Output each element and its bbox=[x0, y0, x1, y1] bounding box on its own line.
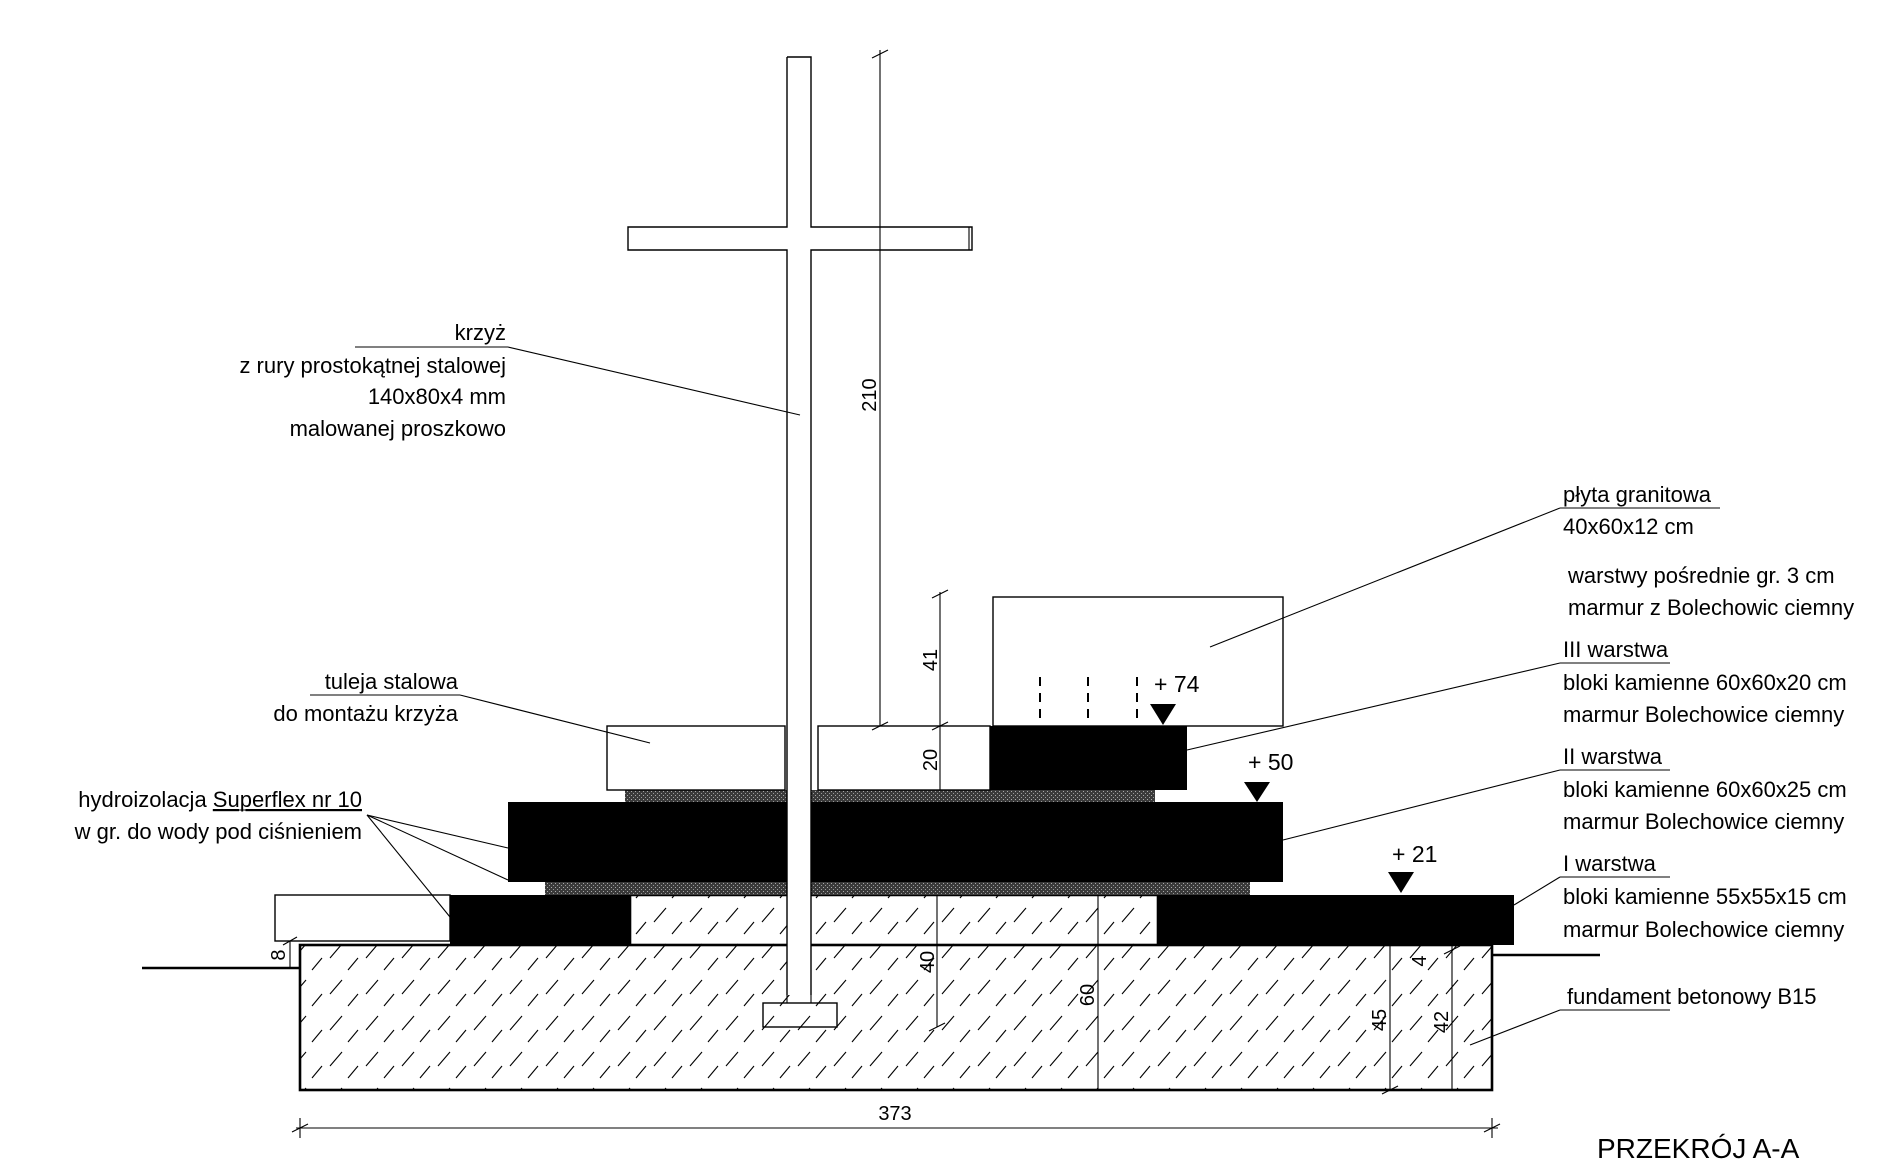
svg-text:+ 21: + 21 bbox=[1392, 841, 1437, 867]
label-granite-plate: płyta granitowa 40x60x12 cm bbox=[1563, 482, 1712, 539]
svg-text:marmur Bolechowice ciemny: marmur Bolechowice ciemny bbox=[1563, 917, 1844, 942]
dim-42: 42 bbox=[1431, 1011, 1453, 1033]
layer-2-blocks bbox=[508, 802, 1283, 882]
waterproofing-product: Superflex nr 10 bbox=[213, 787, 362, 812]
svg-text:40x60x12 cm: 40x60x12 cm bbox=[1563, 514, 1694, 539]
label-cross: krzyż z rury prostokątnej stalowej 140x8… bbox=[239, 320, 506, 441]
dim-8: 8 bbox=[268, 949, 290, 960]
dim-40: 40 bbox=[917, 951, 939, 973]
section-title: PRZEKRÓJ A-A bbox=[1597, 1133, 1800, 1164]
svg-text:I warstwa: I warstwa bbox=[1563, 851, 1657, 876]
label-waterproofing: hydroizolacja Superflex nr 10 w gr. do w… bbox=[74, 787, 362, 844]
svg-text:malowanej proszkowo: malowanej proszkowo bbox=[290, 416, 506, 441]
intermediate-layer-upper bbox=[625, 790, 1155, 802]
svg-text:bloki kamienne 60x60x20 cm: bloki kamienne 60x60x20 cm bbox=[1563, 670, 1847, 695]
svg-text:z rury prostokątnej stalowej: z rury prostokątnej stalowej bbox=[239, 353, 506, 378]
svg-text:+ 74: + 74 bbox=[1154, 671, 1200, 697]
dim-373: 373 bbox=[878, 1103, 911, 1125]
svg-text:140x80x4 mm: 140x80x4 mm bbox=[368, 384, 506, 409]
dim-20: 20 bbox=[920, 749, 942, 771]
svg-text:marmur Bolechowice ciemny: marmur Bolechowice ciemny bbox=[1563, 702, 1844, 727]
svg-text:fundament betonowy B15: fundament betonowy B15 bbox=[1567, 984, 1817, 1009]
leader-lines bbox=[310, 346, 1720, 1046]
svg-text:tuleja stalowa: tuleja stalowa bbox=[325, 669, 459, 694]
dim-4: 4 bbox=[1409, 955, 1431, 966]
svg-text:do montażu krzyża: do montażu krzyża bbox=[273, 701, 458, 726]
svg-text:płyta granitowa: płyta granitowa bbox=[1563, 482, 1712, 507]
elevation-marker-74: + 74 bbox=[1150, 671, 1200, 725]
svg-text:krzyż: krzyż bbox=[455, 320, 506, 345]
steel-cross bbox=[627, 56, 973, 1028]
label-layer-3: III warstwa bloki kamienne 60x60x20 cm m… bbox=[1563, 637, 1847, 727]
svg-text:+ 50: + 50 bbox=[1248, 749, 1293, 775]
label-intermediate-layers: warstwy pośrednie gr. 3 cm marmur z Bole… bbox=[1567, 563, 1854, 620]
svg-text:w gr. do wody pod ciśnieniem: w gr. do wody pod ciśnieniem bbox=[74, 819, 362, 844]
svg-text:marmur Bolechowice ciemny: marmur Bolechowice ciemny bbox=[1563, 809, 1844, 834]
svg-text:marmur z Bolechowic ciemny: marmur z Bolechowic ciemny bbox=[1568, 595, 1854, 620]
dim-60: 60 bbox=[1077, 984, 1099, 1006]
elevation-marker-21: + 21 bbox=[1388, 841, 1437, 893]
dimension-lines bbox=[282, 49, 1501, 1138]
label-foundation: fundament betonowy B15 bbox=[1567, 984, 1817, 1009]
svg-text:bloki kamienne 60x60x25 cm: bloki kamienne 60x60x25 cm bbox=[1563, 777, 1847, 802]
foundation bbox=[298, 893, 1494, 1092]
svg-text:warstwy pośrednie gr. 3 cm: warstwy pośrednie gr. 3 cm bbox=[1567, 563, 1835, 588]
label-sleeve: tuleja stalowa do montażu krzyża bbox=[273, 669, 458, 726]
granite-plate bbox=[992, 596, 1284, 727]
dim-210: 210 bbox=[859, 378, 881, 411]
intermediate-layer-lower bbox=[545, 882, 1250, 895]
svg-text:bloki kamienne 55x55x15 cm: bloki kamienne 55x55x15 cm bbox=[1563, 884, 1847, 909]
svg-text:hydroizolacja Superflex nr 10: hydroizolacja Superflex nr 10 bbox=[78, 787, 362, 812]
waterproofing-label-start: hydroizolacja bbox=[78, 787, 213, 812]
dim-45: 45 bbox=[1369, 1009, 1391, 1031]
label-layer-2: II warstwa bloki kamienne 60x60x25 cm ma… bbox=[1563, 744, 1847, 834]
layer-3-blocks bbox=[606, 725, 1187, 791]
elevation-marker-50: + 50 bbox=[1244, 749, 1293, 802]
layer-1-blocks bbox=[274, 894, 1514, 945]
label-layer-1: I warstwa bloki kamienne 55x55x15 cm mar… bbox=[1563, 851, 1847, 942]
svg-text:II warstwa: II warstwa bbox=[1563, 744, 1663, 769]
svg-text:III warstwa: III warstwa bbox=[1563, 637, 1669, 662]
dim-41: 41 bbox=[920, 649, 942, 671]
